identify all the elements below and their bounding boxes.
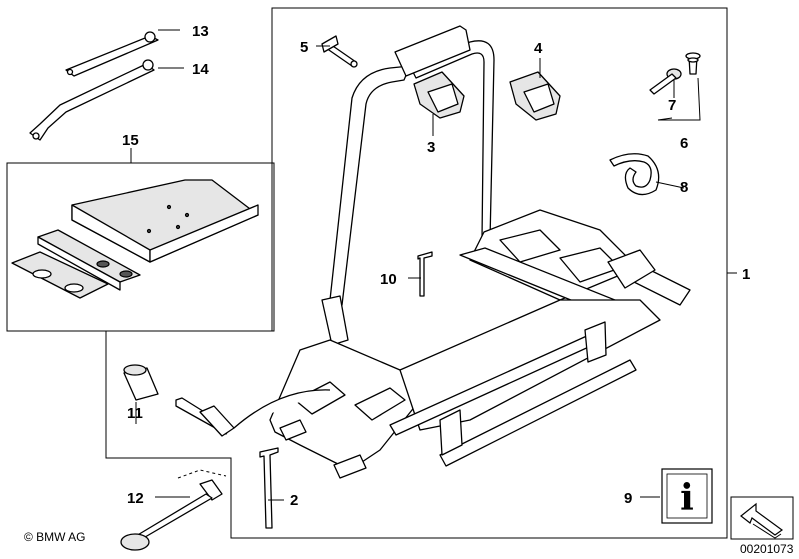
callout-8: 8 [680, 179, 688, 196]
leader-6 [657, 77, 701, 121]
copyright-text: © BMW AG [24, 530, 86, 544]
key-12 [120, 479, 223, 551]
strap-13 [65, 31, 159, 77]
bolt-6 [685, 52, 701, 75]
hex-key-2 [259, 447, 279, 529]
mounting-plates-15 [11, 179, 259, 299]
info-symbol: i [680, 477, 694, 519]
pin-5 [321, 35, 358, 68]
callout-5: 5 [300, 39, 308, 56]
wheel-holder-4 [509, 71, 561, 121]
leader-12-dashed [177, 469, 227, 479]
washer-7 [649, 68, 682, 95]
callout-7: 7 [668, 97, 676, 114]
image-number: 00201073 [740, 542, 794, 556]
callout-2: 2 [290, 492, 298, 509]
callout-14: 14 [192, 61, 209, 78]
sleeve-11 [123, 364, 159, 401]
callout-4: 4 [534, 40, 543, 57]
callout-10: 10 [380, 271, 397, 288]
hex-key-10 [417, 251, 433, 297]
callout-13: 13 [192, 23, 209, 40]
strap-14 [29, 59, 155, 141]
info-icon: i [661, 468, 713, 524]
carrier-main-frame [269, 25, 691, 479]
clamp-8 [609, 153, 660, 196]
callout-1: 1 [742, 266, 750, 283]
callout-15: 15 [122, 132, 139, 149]
wheel-holder-3 [413, 71, 465, 119]
callout-12: 12 [127, 490, 144, 507]
callout-6: 6 [680, 135, 688, 152]
callout-9: 9 [624, 490, 632, 507]
lock-cylinder [175, 389, 331, 437]
callout-3: 3 [427, 139, 435, 156]
callout-11: 11 [127, 405, 143, 422]
leader-8 [655, 181, 685, 189]
direction-arrow-icon [730, 496, 794, 540]
detail-box-15 [6, 162, 275, 332]
